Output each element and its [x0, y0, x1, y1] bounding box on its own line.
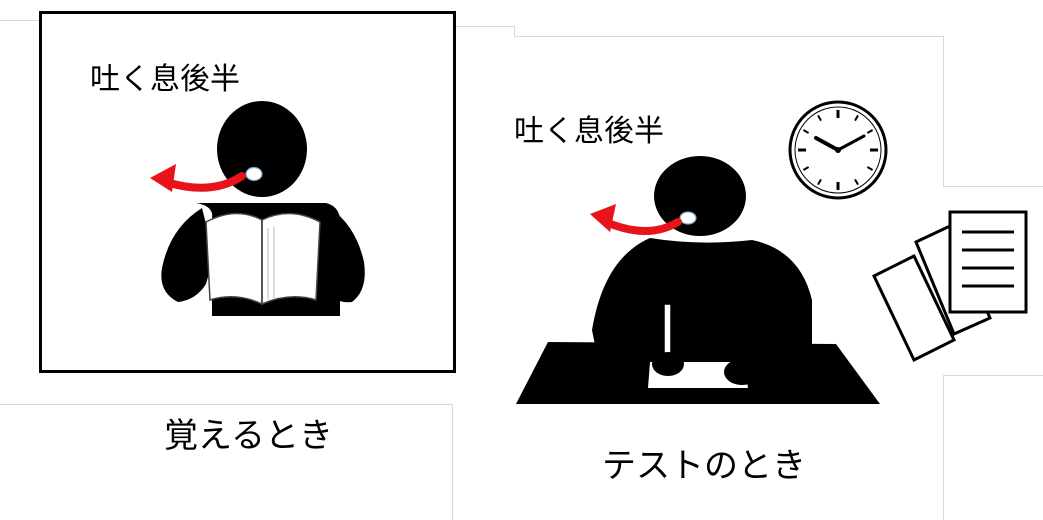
study-panel-frame: [39, 11, 456, 373]
divider-line: [943, 375, 1043, 376]
exhale-arrow-icon: [150, 164, 246, 192]
reading-person-icon: [161, 101, 365, 316]
caption-study: 覚えるとき: [164, 416, 333, 456]
papers-icon: [872, 210, 1028, 363]
divider-line: [514, 26, 515, 36]
clock-icon: [788, 100, 888, 200]
divider-line: [456, 26, 514, 27]
divider-line: [0, 404, 452, 405]
divider-line: [0, 20, 39, 21]
divider-line: [943, 375, 944, 520]
test-taking-person-icon: [516, 156, 880, 404]
breath-label-test: 吐く息後半: [514, 114, 664, 149]
divider-line: [943, 36, 944, 186]
exhale-arrow-icon: [590, 204, 682, 235]
caption-test: テストのとき: [602, 446, 806, 486]
divider-line: [514, 36, 944, 37]
divider-line: [452, 404, 453, 520]
breath-label-study: 吐く息後半: [90, 62, 240, 97]
divider-line: [943, 186, 1043, 187]
